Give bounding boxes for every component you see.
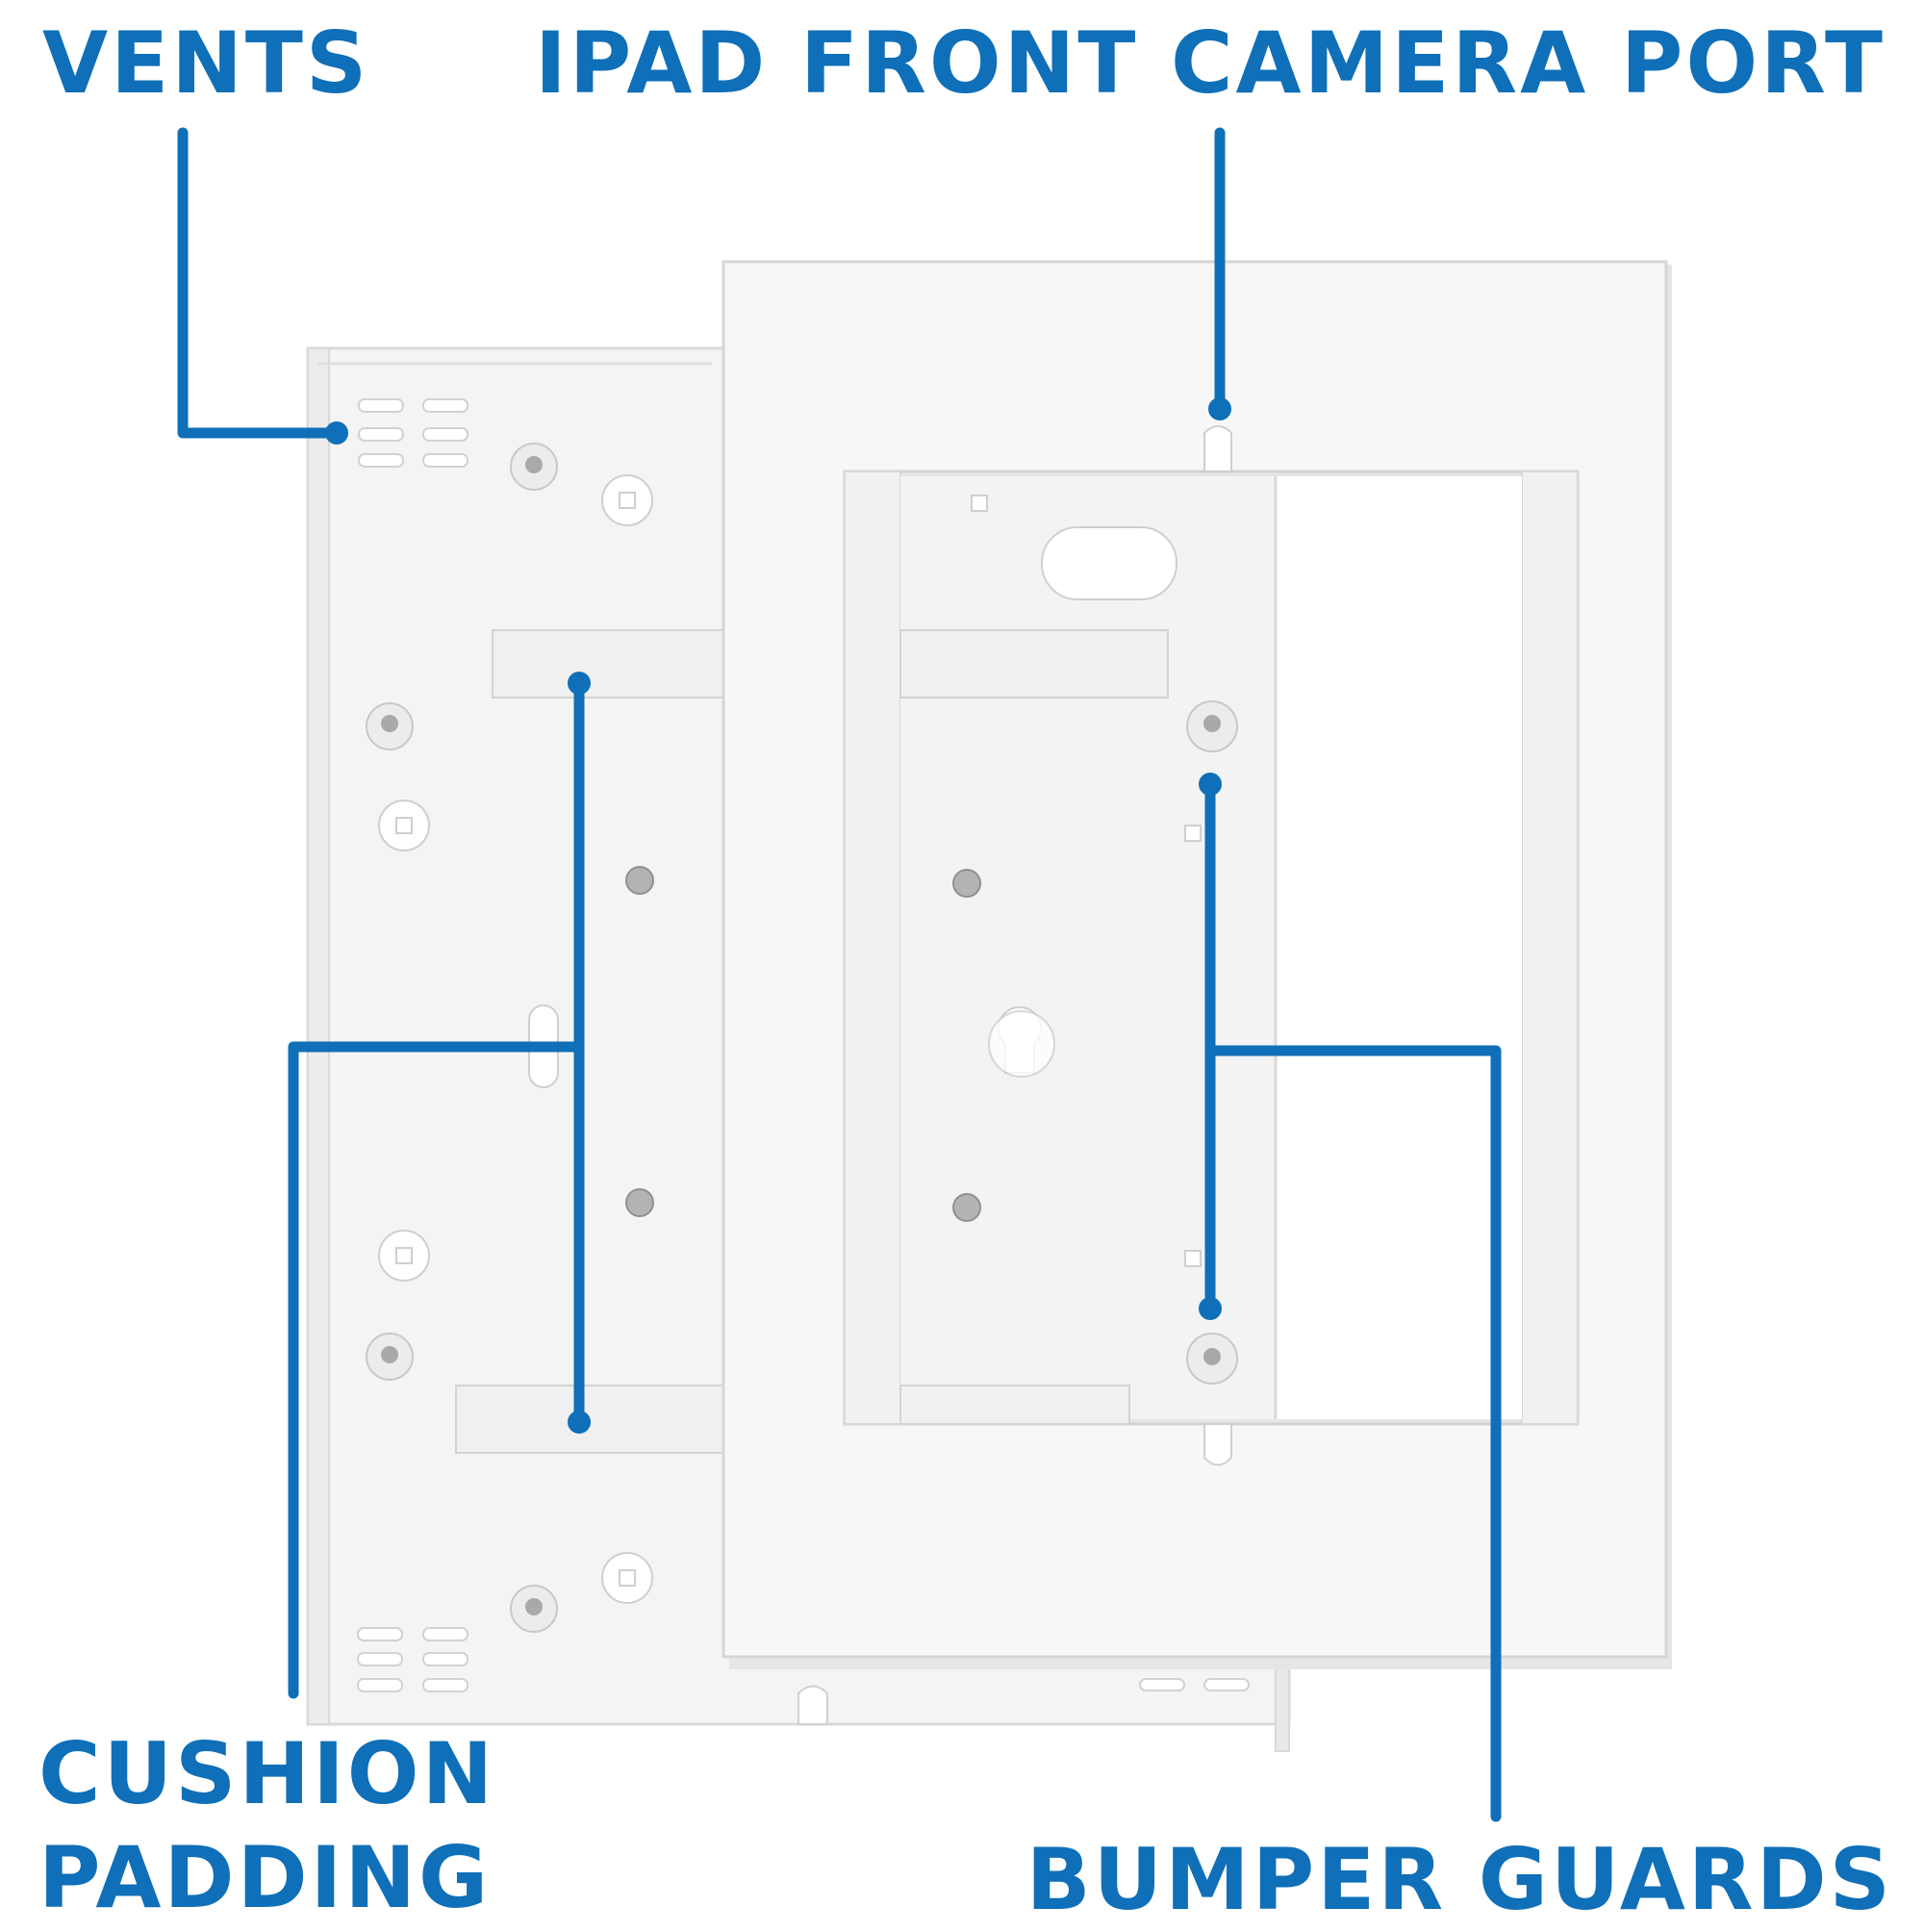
frame-inner-lip-left: [844, 470, 901, 1425]
mount-clips-back: [378, 474, 653, 1604]
bumper-guards-label: BUMPER GUARDS: [1025, 1830, 1893, 1929]
vents-leader-line: [177, 127, 342, 439]
vent-slot: [422, 1627, 468, 1641]
clip-square: [971, 495, 988, 512]
screw-icon: [381, 1346, 398, 1363]
cushion-pad-visible: [899, 629, 1169, 699]
camera-port-label: IPAD FRONT CAMERA PORT: [535, 13, 1886, 113]
vent-slot: [1203, 1678, 1250, 1691]
vent-slot: [422, 427, 468, 442]
camera-port-notch: [1203, 425, 1232, 472]
callout-dots: [325, 397, 1231, 1434]
front-faceplate-frame: [722, 260, 1672, 1669]
vents-top: [358, 398, 468, 468]
frame-bottom-notch: [1203, 1423, 1232, 1466]
callout-dot: [1208, 397, 1231, 420]
clip-square: [619, 492, 636, 509]
callout-dot: [568, 1411, 591, 1434]
back-plate-bottom-notch: [797, 1685, 828, 1725]
vent-slot: [358, 453, 404, 468]
vent-slot: [358, 427, 404, 442]
screw-icon: [525, 456, 543, 473]
callout-dot: [1199, 773, 1222, 796]
screw-icon: [625, 866, 654, 895]
vent-slot: [1139, 1678, 1185, 1691]
bumper-posts-back: [366, 443, 558, 1633]
vent-slot: [422, 1678, 468, 1692]
vent-slot: [357, 1627, 403, 1641]
bumper-leader-line: [1204, 1045, 1502, 1822]
screw-icon: [525, 1598, 543, 1615]
screw-icon: [952, 1193, 981, 1222]
screw-icon: [625, 1188, 654, 1217]
callout-dot: [325, 421, 348, 445]
screw-icon: [381, 715, 398, 732]
visible-white-area: [1276, 476, 1522, 1419]
visible-back-plate: [900, 476, 1276, 1419]
vents-label: VENTS: [42, 13, 370, 113]
screw-icon: [952, 869, 981, 898]
callout-dot: [1199, 1297, 1222, 1320]
keyhole-circle: [988, 1010, 1055, 1078]
vent-slot: [357, 1652, 403, 1666]
cushion-label-line1: CUSHION: [38, 1724, 496, 1823]
callout-lines: [177, 127, 1502, 1822]
clip-square: [395, 1247, 413, 1264]
vent-slot: [422, 1652, 468, 1666]
clip-square: [395, 817, 413, 834]
clip-square: [1184, 825, 1202, 842]
vent-slot: [422, 453, 468, 468]
screw-icon: [1203, 715, 1221, 732]
vent-slot: [358, 398, 404, 413]
screw-icon: [1203, 1348, 1221, 1365]
frame-inner-lip-right: [1521, 470, 1579, 1425]
vent-slot: [357, 1678, 403, 1692]
clip-square: [1184, 1250, 1202, 1267]
camera-cutout: [1041, 526, 1177, 600]
back-plate-left-flange: [307, 347, 330, 1725]
cushion-padding-label: CUSHION PADDING: [38, 1722, 495, 1930]
vent-slot: [422, 398, 468, 413]
cushion-leader-line: [288, 1041, 585, 1699]
clip-square: [619, 1569, 636, 1587]
callout-dot: [568, 672, 591, 695]
cushion-pad-visible: [899, 1385, 1130, 1425]
vents-bottom: [357, 1627, 1250, 1692]
cushion-label-line2: PADDING: [38, 1828, 492, 1927]
